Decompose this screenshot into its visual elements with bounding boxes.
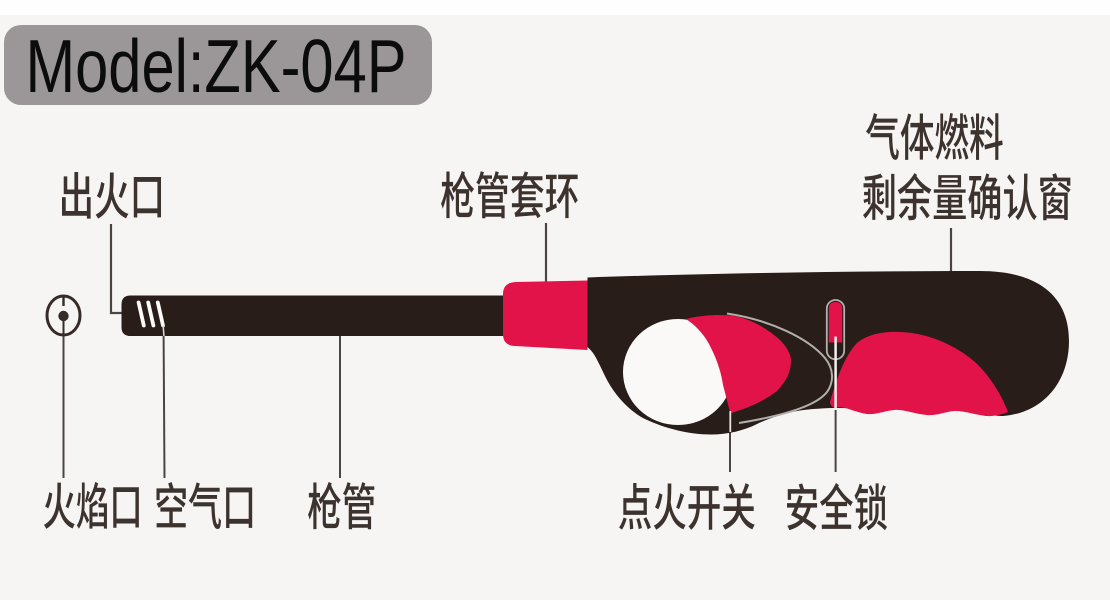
svg-text:Model:ZK-04P: Model:ZK-04P (26, 24, 407, 108)
